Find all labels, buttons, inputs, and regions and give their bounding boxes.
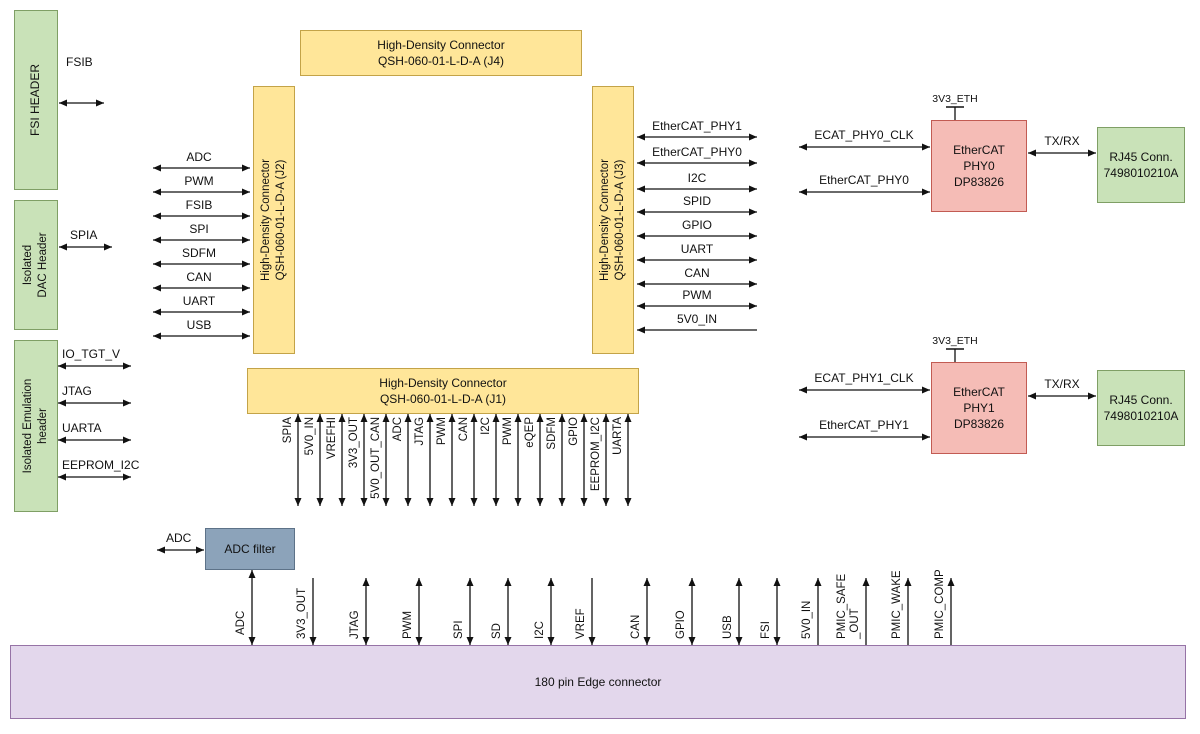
isolated-dac-header-label: Isolated DAC Header (22, 232, 49, 298)
emulation-signal-arrow-io-tgt-v (58, 362, 131, 370)
j3-signal-arrow-spid (637, 208, 757, 216)
edge-signal-arrow-pmic-safe-out (862, 578, 870, 645)
fsib-arrow (59, 99, 104, 107)
j1-signal-arrow-spia-0 (294, 414, 302, 506)
edge-signal-arrow-spi (466, 578, 474, 645)
edge-signal-arrow-3v3-out (309, 578, 317, 645)
edge-connector-box: 180 pin Edge connector (10, 645, 1186, 719)
edge-signal-arrow-jtag (362, 578, 370, 645)
emulation-signal-arrow-uarta (58, 436, 131, 444)
j1-signal-arrow-3v3-out-3 (360, 414, 368, 506)
j1-signal-arrow-adc-5 (404, 414, 412, 506)
j3-signal-arrow-ethercat-phy1 (637, 133, 757, 141)
edge-signal-arrow-sd (504, 578, 512, 645)
fsi-header-label: FSI HEADER (28, 63, 43, 137)
phy0-txrx-arrow (1028, 149, 1096, 157)
ethercat-phy0-box: EtherCAT PHY0 DP83826 (931, 120, 1027, 212)
edge-signal-arrow-adc (248, 570, 256, 645)
j3-signal-arrow-ethercat-phy0 (637, 159, 757, 167)
phy0-signal-arrow-ethercat-phy0 (799, 188, 930, 196)
rj45-connector-1-box: RJ45 Conn. 7498010210A (1097, 370, 1185, 446)
j3-connector-box: High-Density Connector QSH-060-01-L-D-A … (592, 86, 634, 354)
j3-signal-arrow-uart (637, 256, 757, 264)
j2-signal-arrow-sdfm (153, 260, 250, 268)
j1-signal-arrow-gpio-13 (580, 414, 588, 506)
ethercat-phy1-box: EtherCAT PHY1 DP83826 (931, 362, 1027, 454)
phy1-power-symbol (946, 348, 964, 362)
j2-signal-arrow-can (153, 284, 250, 292)
j2-signal-arrow-spi (153, 236, 250, 244)
edge-connector-label: 180 pin Edge connector (534, 674, 662, 689)
j1-signal-arrow-vrefhi-2 (338, 414, 346, 506)
edge-signal-arrow-usb (735, 578, 743, 645)
edge-signal-arrow-fsi (773, 578, 781, 645)
j3-connector-label: High-Density Connector QSH-060-01-L-D-A … (599, 158, 626, 282)
j4-connector-label: High-Density Connector QSH-060-01-L-D-A … (377, 37, 505, 68)
edge-signal-arrow-5v0-in (814, 578, 822, 645)
rj45-connector-0-label: RJ45 Conn. 7498010210A (1103, 149, 1179, 180)
edge-signal-arrow-pwm (415, 578, 423, 645)
emulation-signal-arrow-eeprom-i2c (58, 473, 131, 481)
j3-signal-arrow-pwm (637, 302, 757, 310)
fsi-header-box: FSI HEADER (14, 10, 58, 190)
ethercat-phy0-label: EtherCAT PHY0 DP83826 (953, 142, 1005, 190)
j3-signal-arrow-i2c (637, 185, 757, 193)
j1-signal-arrow-5v0-out-can-4 (382, 414, 390, 506)
j2-connector-label: High-Density Connector QSH-060-01-L-D-A … (260, 158, 287, 282)
j3-signal-arrow-gpio (637, 232, 757, 240)
edge-signal-arrow-can (643, 578, 651, 645)
j1-connector-box: High-Density Connector QSH-060-01-L-D-A … (247, 368, 639, 414)
edge-signal-arrow-pmic-comp (947, 578, 955, 645)
j1-signal-arrow-i2c-9 (492, 414, 500, 506)
adc-filter-label: ADC filter (224, 541, 276, 556)
j1-signal-arrow-pwm-7 (448, 414, 456, 506)
j2-signal-arrow-adc (153, 164, 250, 172)
edge-signal-arrow-pmic-wake (904, 578, 912, 645)
j4-connector-box: High-Density Connector QSH-060-01-L-D-A … (300, 30, 582, 76)
j2-signal-arrow-uart (153, 308, 250, 316)
rj45-connector-0-box: RJ45 Conn. 7498010210A (1097, 127, 1185, 203)
j1-connector-label: High-Density Connector QSH-060-01-L-D-A … (379, 375, 507, 406)
j1-signal-arrow-uarta-15 (624, 414, 632, 506)
j3-signal-arrow-can (637, 280, 757, 288)
isolated-emulation-header-label: Isolated Emulation header (22, 378, 49, 474)
edge-signal-arrow-i2c (547, 578, 555, 645)
isolated-dac-header-box: Isolated DAC Header (14, 200, 58, 330)
rj45-connector-1-label: RJ45 Conn. 7498010210A (1103, 392, 1179, 423)
phy1-signal-arrow-ecat-phy1-clk (799, 386, 930, 394)
emulation-signal-arrow-jtag (58, 399, 131, 407)
spia-arrow (59, 243, 112, 251)
phy1-txrx-arrow (1028, 392, 1096, 400)
j1-signal-arrow-pwm-10 (514, 414, 522, 506)
j1-signal-arrow-eqep-11 (536, 414, 544, 506)
isolated-emulation-header-box: Isolated Emulation header (14, 340, 58, 512)
j3-signal-arrow-5v0-in (637, 326, 757, 334)
phy1-signal-arrow-ethercat-phy1 (799, 433, 930, 441)
j2-signal-arrow-pwm (153, 188, 250, 196)
j1-signal-arrow-can-8 (470, 414, 478, 506)
j1-signal-arrow-eeprom-i2c-14 (602, 414, 610, 506)
j1-signal-arrow-5v0-in-1 (316, 414, 324, 506)
j2-signal-arrow-fsib (153, 212, 250, 220)
j1-signal-arrow-sdfm-12 (558, 414, 566, 506)
j2-connector-box: High-Density Connector QSH-060-01-L-D-A … (253, 86, 295, 354)
edge-signal-arrow-gpio (688, 578, 696, 645)
phy0-power-symbol (946, 106, 964, 120)
j2-signal-arrow-usb (153, 332, 250, 340)
j1-signal-arrow-jtag-6 (426, 414, 434, 506)
adc-filter-input-arrow (157, 546, 204, 554)
phy0-signal-arrow-ecat-phy0-clk (799, 143, 930, 151)
edge-signal-arrow-vref (588, 578, 596, 645)
ethercat-phy1-label: EtherCAT PHY1 DP83826 (953, 384, 1005, 432)
adc-filter-box: ADC filter (205, 528, 295, 570)
